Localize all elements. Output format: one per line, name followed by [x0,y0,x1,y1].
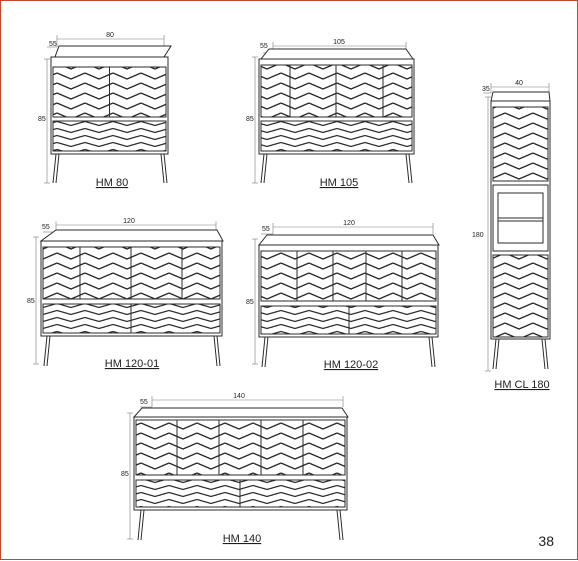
model-label: HM 140 [223,533,262,545]
leg [52,153,57,184]
model-label: HM CL 180 [494,379,549,391]
depth-dimension: 55 [260,43,268,50]
drawer-pattern [52,120,167,152]
width-dimension: 120 [123,218,135,225]
cabinet-top [39,229,224,242]
leg [492,338,497,370]
leg [428,336,433,368]
depth-dimension: 35 [482,86,490,93]
leg [55,153,60,184]
unit-hm12001: 120 55 85 HM 120-01 [27,218,224,370]
drawer-pattern [260,120,413,152]
height-dimension: 85 [121,471,129,478]
depth-dimension: 55 [49,41,57,48]
leg [46,335,51,367]
cabinet-top [132,407,349,418]
cabinet-top [259,48,414,60]
upper-door-frame [492,106,549,182]
width-dimension: 80 [106,32,114,39]
model-label: HM 80 [96,177,128,189]
leg [261,336,266,368]
unit-hm140: 140 55 85 HM 140 [121,393,349,545]
leg [260,153,265,184]
width-dimension: 40 [515,80,523,87]
leg [137,509,142,541]
upper-door-frame [260,250,437,302]
leg [213,335,218,367]
cabinet-top [257,234,440,246]
unit-hm12002: 120 55 85 HM 120-02 [246,220,440,371]
model-label: HM 105 [320,177,359,189]
leg [263,153,268,184]
dimension-lines [252,223,434,365]
dimension-lines [44,35,165,184]
model-label: HM 120-02 [324,359,378,371]
width-dimension: 140 [233,393,245,400]
leg [408,153,413,184]
unit-hm80: 80 55 85 HM 80 [38,32,172,189]
leg [431,336,436,368]
leg [339,509,344,541]
drawer-frame [52,120,167,152]
cabinet-top [490,91,551,102]
dimension-lines [483,83,550,372]
unit-hm105: 105 55 85 HM 105 [246,39,415,189]
leg [336,509,341,541]
leg [544,338,549,370]
upper-door-frame [135,419,346,476]
leg [140,509,145,541]
leg [264,336,269,368]
upper-door-pattern [260,250,437,302]
depth-dimension: 55 [262,226,270,233]
height-dimension: 85 [27,298,35,305]
depth-dimension: 55 [42,224,50,231]
leg [160,153,165,184]
unit-hmcl180: 40 35 180 HM CL 180 [472,80,551,391]
height-dimension: 85 [246,299,254,306]
width-dimension: 105 [333,39,345,46]
dimension-lines [127,396,344,540]
leg [163,153,168,184]
model-label: HM 120-01 [105,358,159,370]
lower-door-pattern [492,254,549,338]
leg [43,335,48,367]
height-dimension: 85 [246,116,254,123]
page-number: 38 [538,533,554,549]
height-dimension: 180 [472,232,484,239]
leg [216,335,221,367]
leg [405,153,410,184]
leg [541,338,546,370]
leg [495,338,500,370]
lower-door-frame [492,254,549,338]
open-shelf [492,184,549,252]
upper-door-pattern [492,106,549,182]
height-dimension: 85 [38,116,46,123]
depth-dimension: 55 [140,399,148,406]
cabinet-top [54,45,172,58]
width-dimension: 120 [343,220,355,227]
upper-door-pattern [135,419,346,476]
drawer-frame [260,120,413,152]
